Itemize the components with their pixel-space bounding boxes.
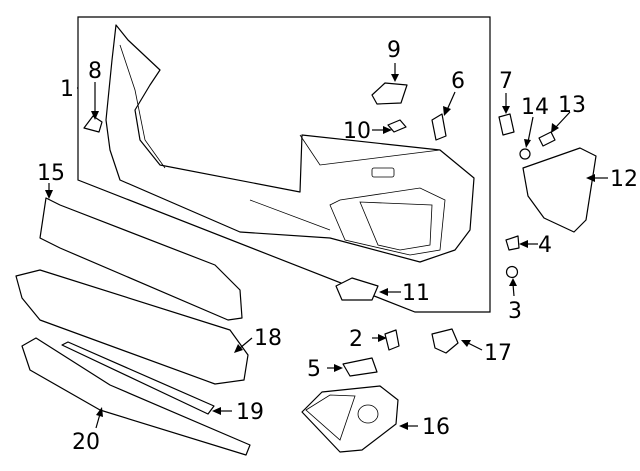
clip-part-3 xyxy=(505,265,519,279)
trim-part-11 xyxy=(335,277,379,301)
spoiler-part-20 xyxy=(21,337,251,456)
callout-1: 1 xyxy=(60,77,74,102)
bracket-part-7 xyxy=(498,113,515,136)
callout-14: 14 xyxy=(521,95,549,120)
callout-5: 5 xyxy=(307,357,321,382)
callout-12: 12 xyxy=(610,167,638,192)
clip-part-4 xyxy=(505,235,520,251)
bracket-part-17 xyxy=(431,328,459,354)
clip-part-10 xyxy=(387,119,407,133)
callout-18: 18 xyxy=(254,326,282,351)
cover-part-9 xyxy=(371,82,408,105)
callout-19: 19 xyxy=(236,400,264,425)
callout-4: 4 xyxy=(538,233,552,258)
bracket-part-15 xyxy=(39,197,243,321)
callout-10: 10 xyxy=(343,119,371,144)
nut-part-14 xyxy=(519,148,531,160)
callout-13: 13 xyxy=(558,93,586,118)
grille-insert-part-16 xyxy=(301,385,399,453)
callout-20: 20 xyxy=(72,430,100,455)
callout-2: 2 xyxy=(349,327,363,352)
assembly-box xyxy=(77,16,491,313)
callout-7: 7 xyxy=(499,69,513,94)
bumper-cover-part xyxy=(105,24,475,263)
bolt-part-13 xyxy=(538,131,556,147)
splash-shield-part-18 xyxy=(15,269,249,385)
callout-8: 8 xyxy=(88,59,102,84)
bracket-part-2 xyxy=(384,329,400,351)
callout-11: 11 xyxy=(402,281,430,306)
callout-6: 6 xyxy=(451,69,465,94)
sensor-part-5 xyxy=(342,357,378,377)
callout-16: 16 xyxy=(422,415,450,440)
callout-9: 9 xyxy=(387,38,401,63)
bracket-part-8 xyxy=(83,115,103,133)
callout-17: 17 xyxy=(484,341,512,366)
bracket-part-12 xyxy=(522,147,597,233)
strip-part-19 xyxy=(61,341,215,415)
callout-15: 15 xyxy=(37,161,65,186)
callout-3: 3 xyxy=(508,299,522,324)
bracket-part-6 xyxy=(431,113,447,141)
